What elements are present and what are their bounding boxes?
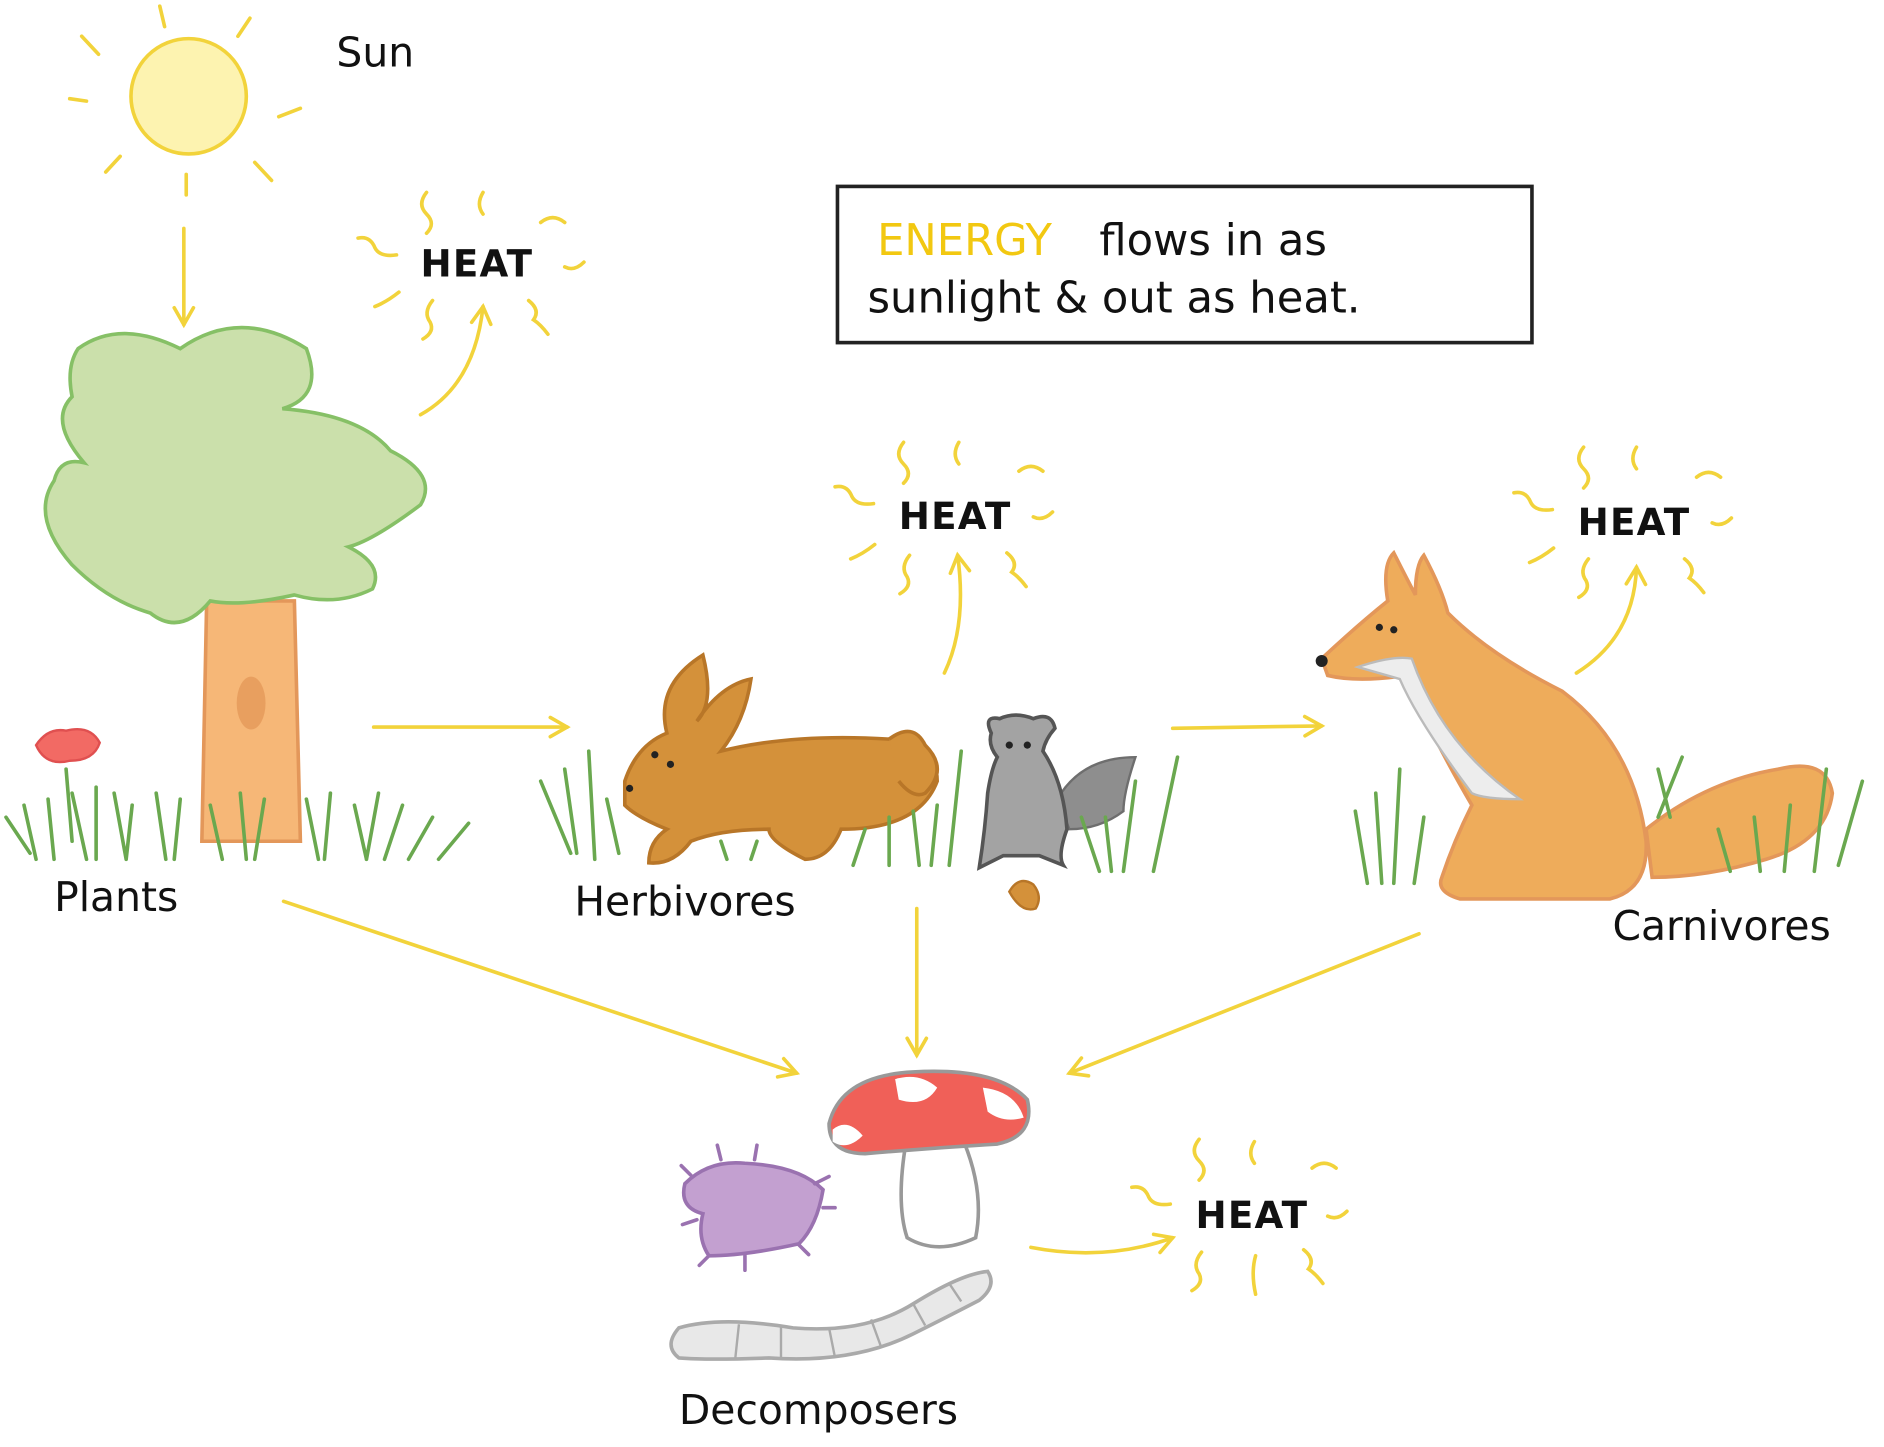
tree-icon bbox=[43, 325, 428, 844]
arrow-decomposers-heat bbox=[1029, 1232, 1177, 1255]
arrow-plants-heat bbox=[418, 302, 493, 417]
callout-line1: flows in as bbox=[1099, 216, 1327, 266]
rabbit-icon bbox=[622, 652, 939, 865]
squirrel-icon bbox=[976, 713, 1138, 911]
heat-burst-decomposers: HEAT bbox=[1130, 1137, 1349, 1297]
worm-icon bbox=[669, 1269, 993, 1361]
mite-icon bbox=[679, 1143, 837, 1272]
heat-label: HEAT bbox=[421, 242, 534, 286]
fox-icon bbox=[1315, 549, 1835, 901]
arrow-herbivores-heat bbox=[942, 551, 972, 675]
arrow-carnivores-to-decomposers bbox=[1065, 931, 1421, 1078]
arrow-plants-to-decomposers bbox=[281, 899, 801, 1079]
plants-label: Plants bbox=[54, 873, 178, 921]
svg-text:ENERGY flows in as: ENERGY flows in as bbox=[877, 216, 1327, 266]
heat-burst-herbivores: HEAT bbox=[833, 440, 1055, 596]
arrow-carnivores-heat bbox=[1574, 563, 1648, 675]
sun-label: Sun bbox=[336, 28, 414, 76]
carnivores-label: Carnivores bbox=[1612, 902, 1830, 950]
flower-icon bbox=[34, 728, 102, 844]
grass-carnivores bbox=[1353, 755, 1865, 886]
grass-herbivores bbox=[538, 749, 1180, 874]
sun-icon bbox=[67, 4, 303, 197]
callout-line2: sunlight & out as heat. bbox=[868, 274, 1361, 324]
heat-burst-carnivores: HEAT bbox=[1512, 445, 1734, 600]
arrow-herbivores-to-carnivores bbox=[1170, 714, 1326, 738]
heat-label: HEAT bbox=[899, 494, 1012, 538]
heat-label: HEAT bbox=[1578, 500, 1691, 544]
heat-burst-plants: HEAT bbox=[356, 190, 586, 341]
decomposers-label: Decomposers bbox=[679, 1386, 958, 1434]
energy-highlight: ENERGY bbox=[877, 216, 1052, 266]
energy-callout: ENERGY flows in as sunlight & out as hea… bbox=[835, 184, 1534, 345]
heat-label: HEAT bbox=[1196, 1193, 1309, 1237]
mushroom-icon bbox=[827, 1069, 1031, 1249]
grass-plants bbox=[4, 785, 471, 862]
herbivores-label: Herbivores bbox=[574, 878, 795, 926]
